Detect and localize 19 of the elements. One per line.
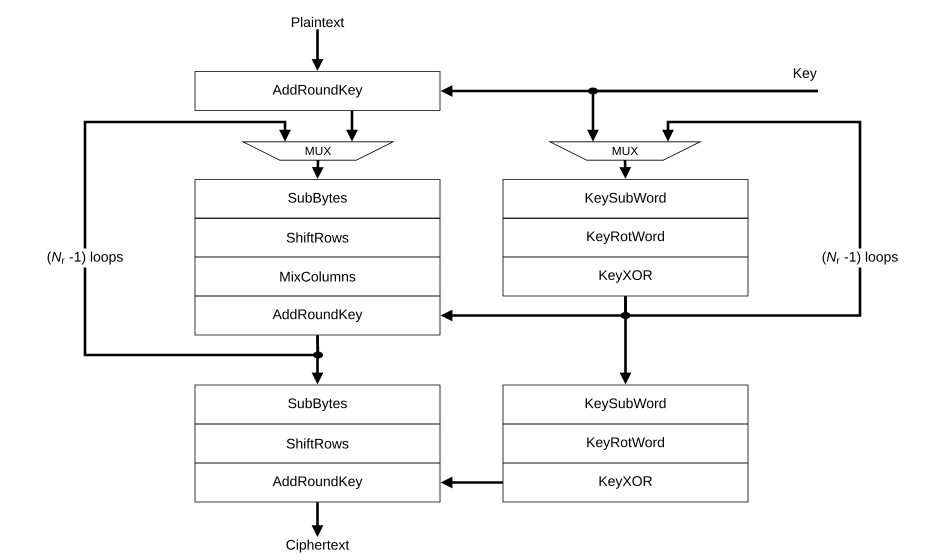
io-label: Plaintext (292, 16, 344, 28)
process-box: KeyRotWord (502, 218, 748, 258)
process-box: SubBytes (194, 384, 440, 424)
process-box: KeyXOR (502, 256, 748, 296)
edge-label: (N$_{r}$ -1) loops (44, 248, 126, 268)
io-label: Ciphertext (286, 540, 350, 552)
process-box: KeySubWord (502, 179, 748, 219)
process-box: KeySubWord (502, 384, 748, 424)
process-box: ShiftRows (194, 218, 440, 258)
process-box: SubBytes (194, 179, 440, 219)
process-box: ShiftRows (194, 424, 440, 464)
input-label: Key (794, 68, 817, 81)
process-box: AddRoundKey (194, 462, 440, 502)
edge-label: (N$_{r}$ -1) loops (818, 248, 902, 268)
process-box: AddRoundKey (194, 296, 440, 336)
process-box: MixColumns (194, 256, 440, 296)
process-box: KeyRotWord (502, 424, 748, 464)
process-box: KeyXOR (502, 462, 748, 502)
process-box: AddRoundKey (194, 71, 440, 111)
